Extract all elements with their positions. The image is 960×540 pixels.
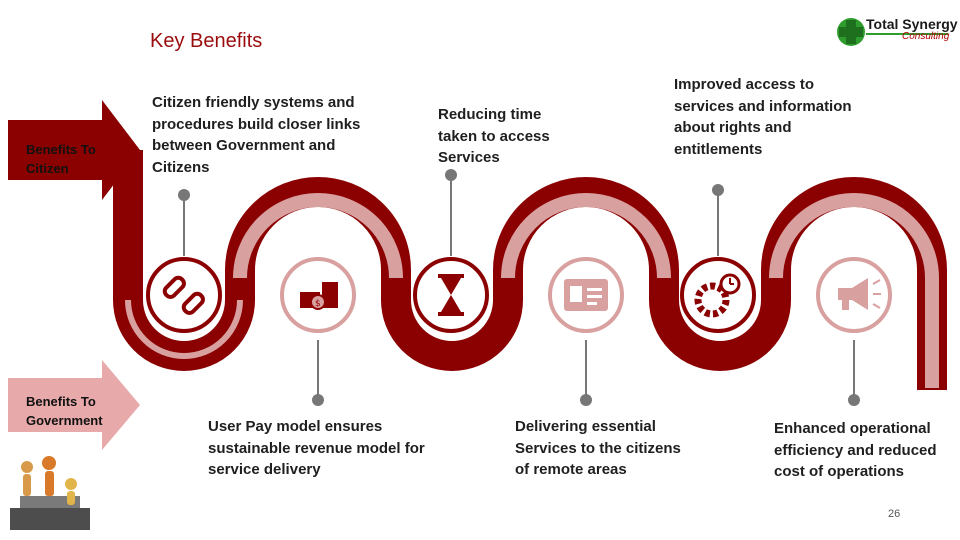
wave-light-1 xyxy=(233,193,403,279)
hourglass-icon xyxy=(413,257,489,333)
svg-text:$: $ xyxy=(315,299,321,309)
wave-light-2 xyxy=(501,193,671,279)
logo-mark-icon xyxy=(837,18,865,46)
page-number: 26 xyxy=(888,508,901,520)
wave-light-3 xyxy=(769,193,939,388)
megaphone-icon xyxy=(816,257,892,333)
government-arrow-label: Benefits To Government xyxy=(26,394,103,428)
logo-text: Total Synergy xyxy=(866,16,958,32)
id-card-icon xyxy=(548,257,624,333)
logo-subtext: Consulting xyxy=(902,31,950,42)
wave-light-4 xyxy=(125,299,243,359)
benefit-text-5: Improved access to services and informat… xyxy=(674,76,852,158)
connector-pins xyxy=(178,169,860,406)
citizen-arrow-shape xyxy=(8,100,140,200)
benefit-text-1: Citizen friendly systems and procedures … xyxy=(152,94,361,176)
gear-clock-icon xyxy=(680,257,756,333)
citizen-arrow-label: Benefits To Citizen xyxy=(26,142,96,176)
benefit-text-2: User Pay model ensures sustainable reven… xyxy=(208,418,425,478)
podium-people-icon xyxy=(10,456,90,530)
coins-icon: $ xyxy=(280,257,356,333)
benefit-text-3: Reducing time taken to access Services xyxy=(438,106,550,166)
slide-title: Key Benefits xyxy=(150,30,263,52)
benefit-text-4: Delivering essential Services to the cit… xyxy=(515,418,681,478)
wave-dark xyxy=(113,150,947,390)
government-arrow-shape xyxy=(8,360,140,450)
benefit-text-6: Enhanced operational efficiency and redu… xyxy=(774,420,937,480)
link-icon xyxy=(146,257,222,333)
